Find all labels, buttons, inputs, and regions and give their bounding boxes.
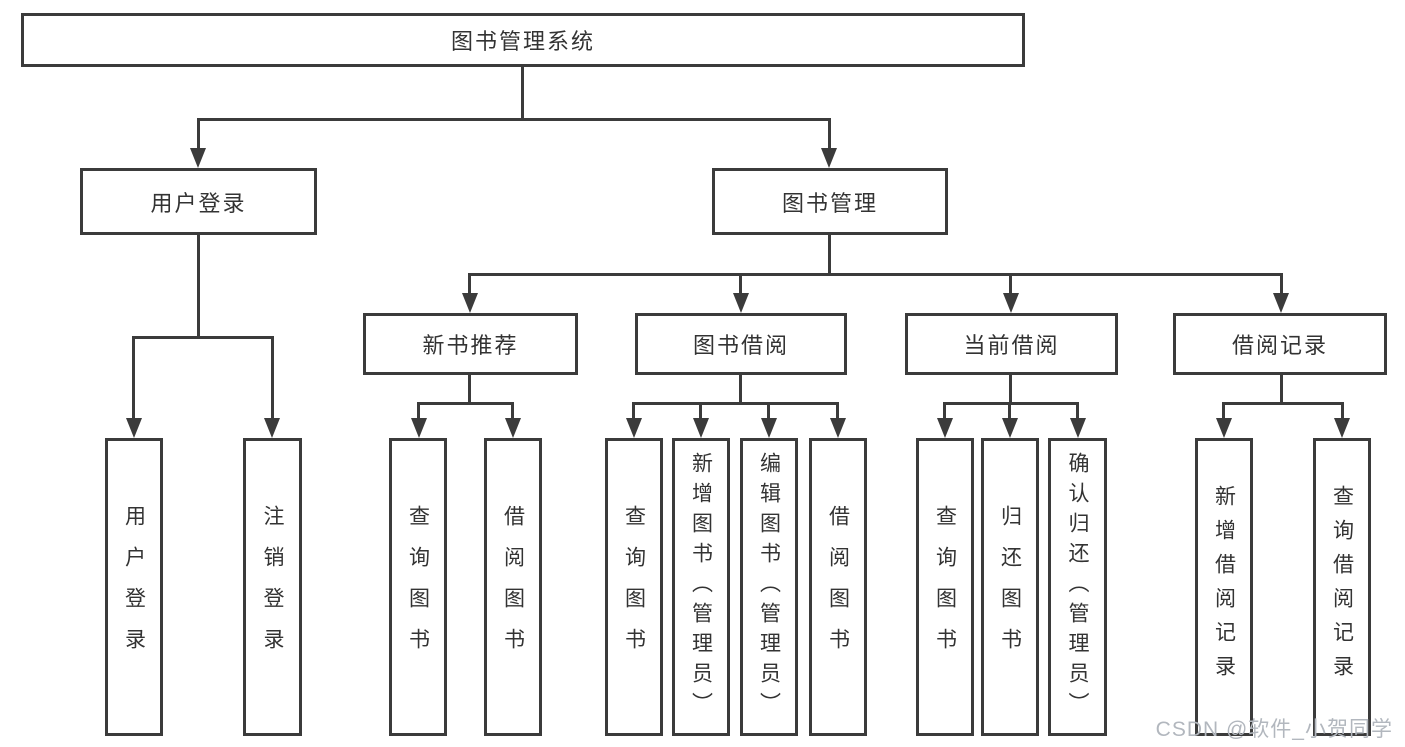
leaf-confirm-return-admin: 确认归还（管理员） bbox=[1048, 438, 1107, 736]
leaf-query-books-current: 查询图书 bbox=[916, 438, 974, 736]
connector-vline bbox=[699, 402, 702, 420]
leaf-label: 归还图书 bbox=[998, 505, 1022, 669]
leaf-query-books-recommend: 查询图书 bbox=[389, 438, 447, 736]
connector-arrowhead bbox=[1003, 293, 1019, 313]
leaf-label: 注销登录 bbox=[261, 505, 284, 669]
connector-hline bbox=[197, 118, 831, 121]
leaf-label: 用户登录 bbox=[122, 505, 146, 669]
connector-vline bbox=[511, 402, 514, 420]
connector-arrowhead bbox=[1216, 418, 1232, 438]
connector-vline bbox=[739, 273, 742, 295]
leaf-label: 查询借阅记录 bbox=[1330, 485, 1354, 689]
leaf-query-borrow-record: 查询借阅记录 bbox=[1313, 438, 1371, 736]
connector-vline bbox=[1008, 402, 1011, 420]
connector-arrowhead bbox=[190, 148, 206, 168]
connector-vline bbox=[132, 336, 135, 420]
leaf-query-books-borrowing: 查询图书 bbox=[605, 438, 663, 736]
connector-hline bbox=[132, 336, 274, 339]
node-label: 图书借阅 bbox=[692, 333, 789, 358]
node-new-book-recommend: 新书推荐 bbox=[363, 313, 578, 375]
connector-hline bbox=[468, 273, 1283, 276]
leaf-label: 新增借阅记录 bbox=[1212, 485, 1236, 689]
node-label: 新书推荐 bbox=[422, 333, 519, 358]
connector-arrowhead bbox=[821, 148, 837, 168]
connector-arrowhead bbox=[1334, 418, 1350, 438]
connector-arrowhead bbox=[937, 418, 953, 438]
leaf-label: 查询图书 bbox=[406, 505, 430, 669]
connector-vline bbox=[417, 402, 420, 420]
connector-arrowhead bbox=[1273, 293, 1289, 313]
node-library-system: 图书管理系统 bbox=[21, 13, 1025, 67]
connector-arrowhead bbox=[505, 418, 521, 438]
leaf-borrow-books-recommend: 借阅图书 bbox=[484, 438, 542, 736]
connector-vline bbox=[1222, 402, 1225, 420]
connector-vline bbox=[1076, 402, 1079, 420]
leaf-label: 借阅图书 bbox=[501, 505, 525, 669]
connector-vline bbox=[521, 67, 524, 118]
node-label: 当前借阅 bbox=[963, 333, 1060, 358]
connector-vline bbox=[1009, 375, 1012, 402]
csdn-watermark: CSDN @软件_小贺同学 bbox=[1155, 718, 1393, 741]
node-label: 图书管理 bbox=[781, 190, 878, 216]
connector-arrowhead bbox=[462, 293, 478, 313]
connector-hline bbox=[417, 402, 514, 405]
connector-vline bbox=[468, 375, 471, 402]
connector-hline bbox=[943, 402, 1079, 405]
leaf-label: 查询图书 bbox=[622, 505, 646, 669]
connector-vline bbox=[828, 118, 831, 152]
connector-arrowhead bbox=[264, 418, 280, 438]
connector-vline bbox=[1280, 375, 1283, 402]
connector-arrowhead bbox=[761, 418, 777, 438]
leaf-label: 编辑图书（管理员） bbox=[757, 452, 781, 722]
connector-arrowhead bbox=[1002, 418, 1018, 438]
connector-vline bbox=[1341, 402, 1344, 420]
node-label: 借阅记录 bbox=[1231, 333, 1328, 358]
connector-arrowhead bbox=[693, 418, 709, 438]
connector-vline bbox=[632, 402, 635, 420]
leaf-add-borrow-record: 新增借阅记录 bbox=[1195, 438, 1253, 736]
node-current-borrowing: 当前借阅 bbox=[905, 313, 1118, 375]
node-user-login: 用户登录 bbox=[80, 168, 317, 235]
connector-vline bbox=[739, 375, 742, 402]
leaf-add-books-admin: 新增图书（管理员） bbox=[672, 438, 730, 736]
connector-vline bbox=[197, 235, 200, 336]
connector-arrowhead bbox=[830, 418, 846, 438]
leaf-label: 查询图书 bbox=[933, 505, 957, 669]
node-book-borrowing: 图书借阅 bbox=[635, 313, 847, 375]
connector-hline bbox=[632, 402, 839, 405]
connector-vline bbox=[1280, 273, 1283, 295]
leaf-edit-books-admin: 编辑图书（管理员） bbox=[740, 438, 798, 736]
connector-arrowhead bbox=[733, 293, 749, 313]
connector-vline bbox=[468, 273, 471, 295]
leaf-label: 借阅图书 bbox=[826, 505, 850, 669]
node-label: 用户登录 bbox=[150, 190, 247, 216]
connector-arrowhead bbox=[1070, 418, 1086, 438]
connector-vline bbox=[1009, 273, 1012, 295]
leaf-user-login: 用户登录 bbox=[105, 438, 163, 736]
leaf-logout: 注销登录 bbox=[243, 438, 302, 736]
leaf-label: 确认归还（管理员） bbox=[1066, 452, 1089, 722]
connector-vline bbox=[767, 402, 770, 420]
leaf-return-books: 归还图书 bbox=[981, 438, 1039, 736]
connector-arrowhead bbox=[126, 418, 142, 438]
connector-vline bbox=[836, 402, 839, 420]
connector-vline bbox=[271, 336, 274, 420]
node-borrowing-records: 借阅记录 bbox=[1173, 313, 1387, 375]
connector-arrowhead bbox=[411, 418, 427, 438]
connector-vline bbox=[943, 402, 946, 420]
leaf-label: 新增图书（管理员） bbox=[689, 452, 713, 722]
connector-hline bbox=[1222, 402, 1343, 405]
connector-arrowhead bbox=[626, 418, 642, 438]
node-label: 图书管理系统 bbox=[450, 29, 595, 54]
leaf-borrow-books-borrowing: 借阅图书 bbox=[809, 438, 867, 736]
connector-vline bbox=[197, 118, 200, 152]
node-book-management: 图书管理 bbox=[712, 168, 948, 235]
connector-vline bbox=[828, 235, 831, 273]
